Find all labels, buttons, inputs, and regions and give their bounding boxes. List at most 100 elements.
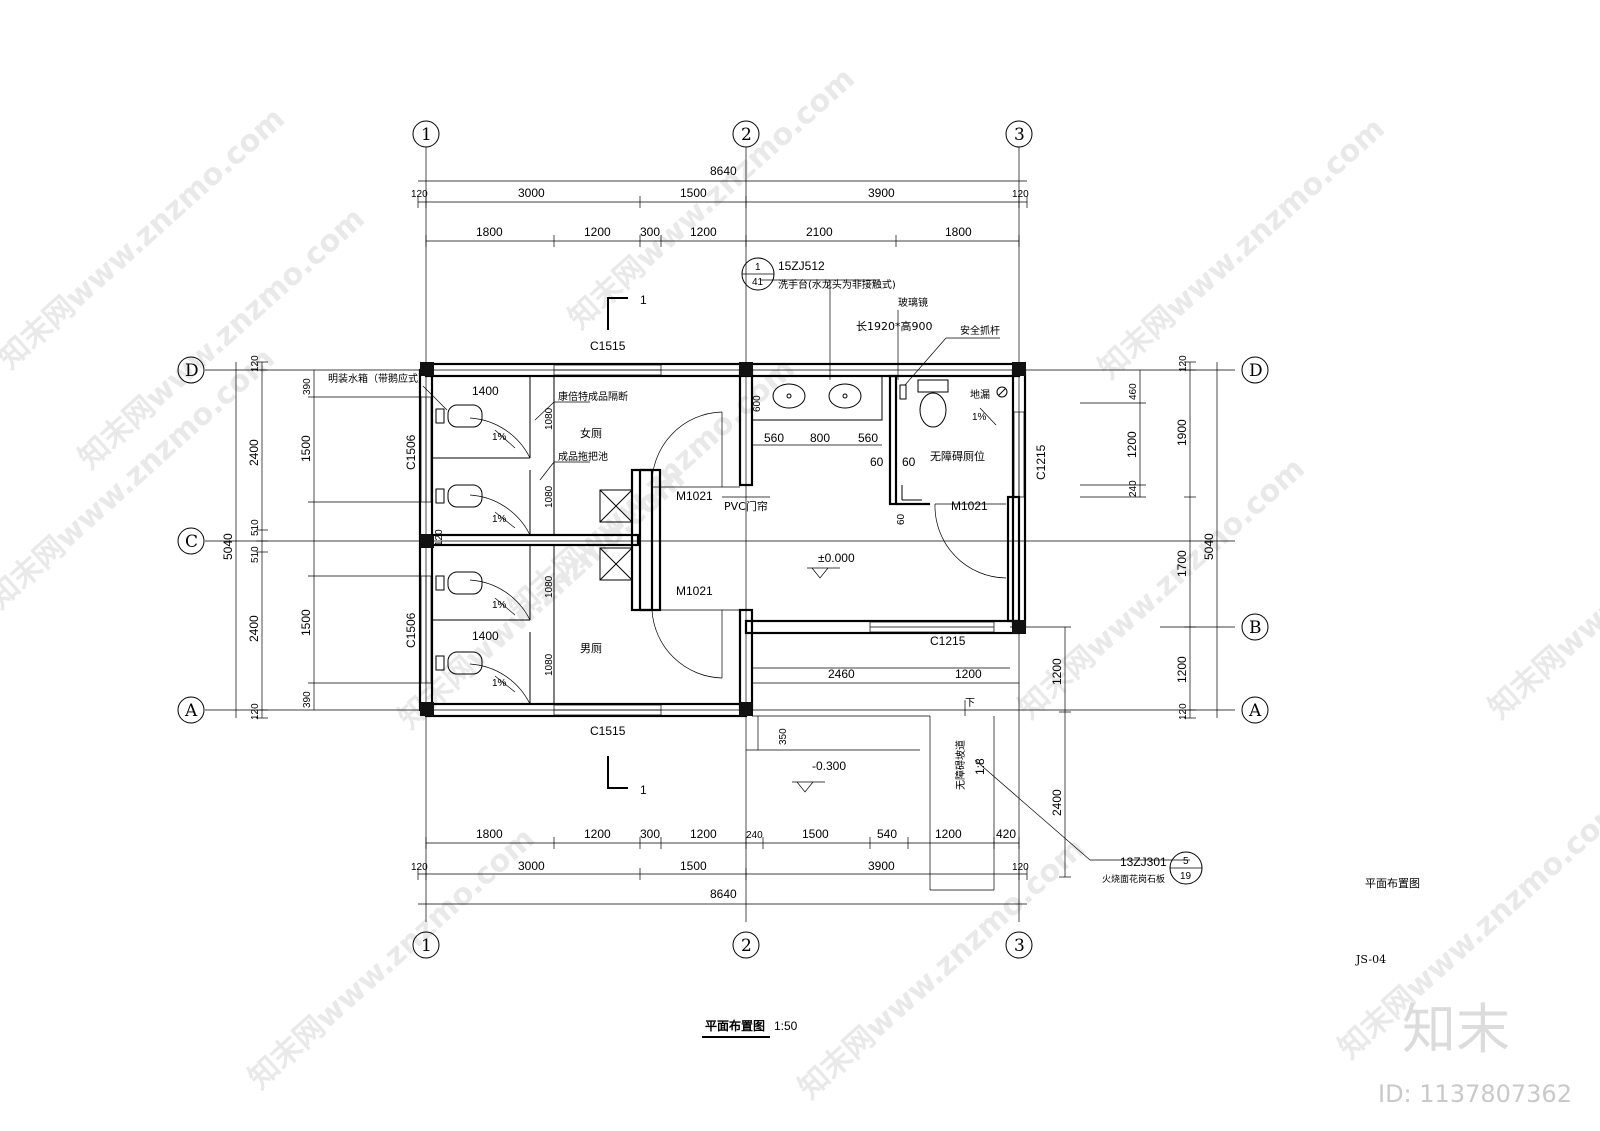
- section-marks: [607, 297, 628, 789]
- dim: 390: [302, 378, 313, 395]
- axis-label: B: [1249, 618, 1262, 638]
- slope-label: 1%: [492, 600, 507, 611]
- note-stone-ref: 13ZJ301: [1120, 855, 1167, 869]
- dim: 60: [870, 455, 884, 469]
- window-label: C1506: [404, 434, 418, 470]
- dim: 1800: [945, 225, 972, 239]
- watermark-text: 知末网www.znzmo.com: [1092, 111, 1392, 386]
- note-partition: 康倍特成品隔断: [558, 390, 628, 403]
- dim: 510: [250, 546, 261, 563]
- axis-lines: [205, 147, 1235, 922]
- brand-logo: 知末: [1402, 998, 1510, 1061]
- dim: 800: [810, 431, 830, 445]
- window-label: C1515: [590, 724, 626, 738]
- drawing-title: 平面布置图 1:50 平面布置图 JS-04: [702, 877, 1420, 1038]
- title-side: 平面布置图: [1365, 877, 1420, 890]
- axis-label: D: [1249, 361, 1263, 381]
- dim: 420: [996, 827, 1016, 841]
- dim: 1500: [802, 827, 829, 841]
- axis-label: A: [1248, 701, 1262, 721]
- level-label: ±0.000: [818, 551, 855, 565]
- dim: 60: [902, 455, 916, 469]
- axis-bubbles: 1 2 3 1 2 3 D C A D B A: [177, 120, 1269, 959]
- stalls: [432, 376, 555, 705]
- dim: 1800: [476, 225, 503, 239]
- watermark-text: 知末网www.znzmo.com: [1482, 451, 1600, 726]
- window-label: C1515: [590, 339, 626, 353]
- dim: 560: [858, 431, 878, 445]
- door-label: M1021: [676, 584, 713, 598]
- axis-label: 2: [741, 125, 752, 145]
- note-floor-drain: 地漏: [970, 388, 990, 401]
- left-dimensions: 5040 120 2400 510 510 2400 120 390 1500 …: [221, 355, 420, 720]
- dim: 1200: [690, 827, 717, 841]
- note-mirror: 玻璃镜: [898, 296, 928, 309]
- dim: 120: [1178, 703, 1189, 720]
- note-tank: 明装水箱（带鹅应式）: [328, 372, 428, 385]
- mop-pools: [599, 489, 633, 581]
- windows: [420, 364, 1025, 716]
- title-scale: 1:50: [774, 1019, 798, 1033]
- dim: 120: [1178, 355, 1189, 372]
- dim: 2100: [806, 225, 833, 239]
- dim: 1700: [1175, 550, 1189, 577]
- dim: 240: [1128, 480, 1139, 497]
- right-dimensions: 5040 120 1900 1700 1200 120 460 1200 240…: [1010, 355, 1218, 878]
- dim: 3000: [518, 186, 545, 200]
- dim: 1500: [680, 859, 707, 873]
- dim-total: 5040: [221, 533, 235, 560]
- leader-lines: [422, 279, 1190, 861]
- dim: 120: [434, 529, 445, 546]
- window-label: C1215: [930, 634, 966, 648]
- sink-counter: [751, 375, 883, 421]
- axis-label: 3: [1014, 125, 1025, 145]
- ramp-ratio: 1:8: [973, 758, 987, 775]
- dim-total: 8640: [710, 887, 737, 901]
- bottom-dimensions: 1800 1200 300 1200 240 1500 540 1200 420…: [411, 827, 1029, 905]
- dim: 350: [778, 728, 789, 745]
- room-accessible: 无障碍厕位: [930, 449, 985, 463]
- dim: 1200: [935, 827, 962, 841]
- note-basin-ref: 15ZJ512: [778, 259, 825, 273]
- index-text: 5: [1183, 856, 1189, 867]
- watermark-text: 知末网www.znzmo.com: [562, 61, 862, 336]
- dim: 120: [250, 355, 261, 372]
- dim: 600: [752, 395, 763, 412]
- dim: 1200: [584, 225, 611, 239]
- axis-label: A: [184, 701, 198, 721]
- watermark-text: 知末网www.znzmo.com: [392, 461, 692, 736]
- dim: 460: [1128, 383, 1139, 400]
- door-label: M1021: [951, 499, 988, 513]
- index-text: 19: [1180, 871, 1192, 882]
- axis-label: 1: [421, 936, 432, 956]
- note-stone: 火烧面花岗石板: [1102, 873, 1165, 885]
- brand-id: ID: 1137807362: [1378, 1080, 1572, 1108]
- note-grab-bar: 安全抓杆: [960, 324, 1000, 337]
- watermark-text: 知末网www.znzmo.com: [242, 821, 542, 1096]
- dim: 1400: [472, 384, 499, 398]
- axis-label: D: [185, 361, 199, 381]
- dim-total: 5040: [1202, 533, 1216, 560]
- index-text: 41: [752, 277, 764, 288]
- note-mop: 成品拖把池: [558, 450, 608, 463]
- drawing-code: JS-04: [1355, 953, 1386, 966]
- level-label: -0.300: [812, 759, 846, 773]
- note-curtain: PVC门帘: [724, 499, 768, 513]
- ramp-label: 无障碍坡道: [954, 740, 967, 790]
- dim: 120: [411, 862, 428, 873]
- dim: 120: [411, 189, 428, 200]
- dim: 1200: [1125, 431, 1139, 458]
- dim: 2400: [247, 439, 261, 466]
- index-circles: 1 41 5 19: [741, 257, 1203, 885]
- dim-total: 8640: [710, 164, 737, 178]
- note-basin: 洗手台(水龙头为非接触式): [778, 278, 896, 291]
- dim: 1200: [955, 667, 982, 681]
- room-women: 女厕: [580, 426, 602, 440]
- window-label: C1215: [1034, 444, 1048, 480]
- axis-label: 1: [421, 125, 432, 145]
- dim: 1080: [544, 485, 555, 508]
- title-main: 平面布置图: [705, 1018, 765, 1033]
- slope-label: 1%: [972, 412, 987, 423]
- dim: 120: [1012, 189, 1029, 200]
